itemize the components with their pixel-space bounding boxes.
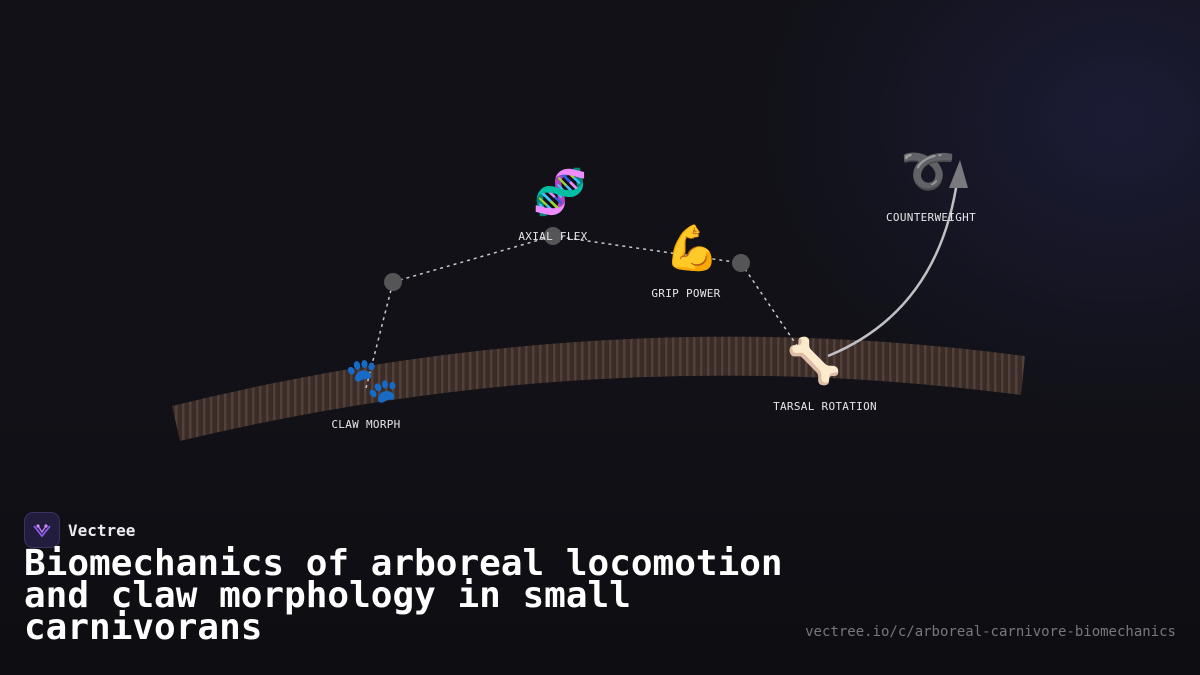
node-label-counterweight: COUNTERWEIGHT bbox=[886, 211, 976, 224]
bone-icon: 🦴 bbox=[786, 336, 842, 387]
brand[interactable]: Vectree bbox=[24, 512, 135, 548]
brand-name: Vectree bbox=[68, 520, 136, 540]
dna-icon: 🧬 bbox=[532, 167, 588, 218]
node-label-grip-power: GRIP POWER bbox=[651, 287, 721, 300]
vectree-logo-icon bbox=[24, 512, 60, 548]
arrow-tarsal-to-counterweight bbox=[827, 174, 960, 358]
connector-path bbox=[365, 235, 809, 389]
paw-prints-icon: 🐾 bbox=[344, 355, 400, 406]
waypoint-dot bbox=[544, 227, 562, 245]
page-url[interactable]: vectree.io/c/arboreal-carnivore-biomecha… bbox=[805, 624, 1176, 640]
page-title: Biomechanics of arboreal locomotion and … bbox=[24, 543, 783, 648]
node-label-tarsal-rotation: TARSAL ROTATION bbox=[773, 400, 877, 413]
waypoint-dot bbox=[384, 273, 402, 291]
connector-grip-to-tarsal bbox=[740, 262, 809, 363]
node-label-axial-flex: AXIAL FLEX bbox=[518, 230, 588, 243]
arrowhead-icon bbox=[949, 160, 968, 188]
node-label-claw-morph: CLAW MORPH bbox=[331, 418, 401, 431]
waypoint-dot bbox=[732, 254, 750, 272]
curly-loop-icon: ➰ bbox=[900, 146, 956, 197]
connector-claw-to-waypoint bbox=[365, 281, 394, 389]
flexed-biceps-icon: 💪 bbox=[664, 223, 720, 274]
tree-branch bbox=[172, 336, 1025, 441]
